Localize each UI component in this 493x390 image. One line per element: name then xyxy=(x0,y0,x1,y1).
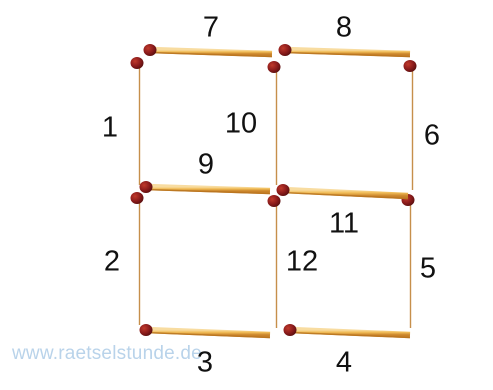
matchstick-label-4: 4 xyxy=(336,349,352,378)
matchstick-7 xyxy=(144,44,273,57)
watermark-text: www.raetselstunde.de xyxy=(12,343,202,365)
match-head xyxy=(284,324,297,336)
matchstick-9 xyxy=(140,181,271,194)
match-head xyxy=(131,192,144,204)
matchstick-label-8: 8 xyxy=(336,14,352,43)
match-head xyxy=(140,324,153,336)
match-head xyxy=(131,57,144,69)
matchstick-12 xyxy=(268,195,281,328)
matchstick-label-7: 7 xyxy=(203,14,219,43)
matchstick-label-12: 12 xyxy=(286,248,318,277)
matchstick-label-6: 6 xyxy=(424,122,440,151)
match-head xyxy=(144,44,157,56)
matchstick-label-10: 10 xyxy=(225,110,257,139)
matchstick-label-3: 3 xyxy=(197,349,213,378)
match-head xyxy=(268,195,281,207)
matchstick-11 xyxy=(277,184,409,199)
matchstick-label-1: 1 xyxy=(102,114,118,143)
matchstick-1 xyxy=(131,57,144,185)
match-head xyxy=(279,44,292,56)
matchstick-wood xyxy=(146,330,270,335)
match-head xyxy=(277,184,290,196)
matchstick-label-2: 2 xyxy=(104,248,120,277)
matchstick-4 xyxy=(284,324,411,338)
matchstick-label-9: 9 xyxy=(198,151,214,180)
matchstick-5 xyxy=(402,194,415,328)
matchstick-8 xyxy=(279,44,411,57)
match-head xyxy=(404,60,417,72)
matchstick-2 xyxy=(131,192,144,325)
match-head xyxy=(268,61,281,73)
matchstick-label-5: 5 xyxy=(420,255,436,284)
match-head xyxy=(140,181,153,193)
matchstick-wood xyxy=(290,330,410,335)
matchstick-3 xyxy=(140,324,271,338)
matchstick-6 xyxy=(404,60,417,190)
matchstick-label-11: 11 xyxy=(329,210,359,239)
matchstick-10 xyxy=(268,61,281,185)
